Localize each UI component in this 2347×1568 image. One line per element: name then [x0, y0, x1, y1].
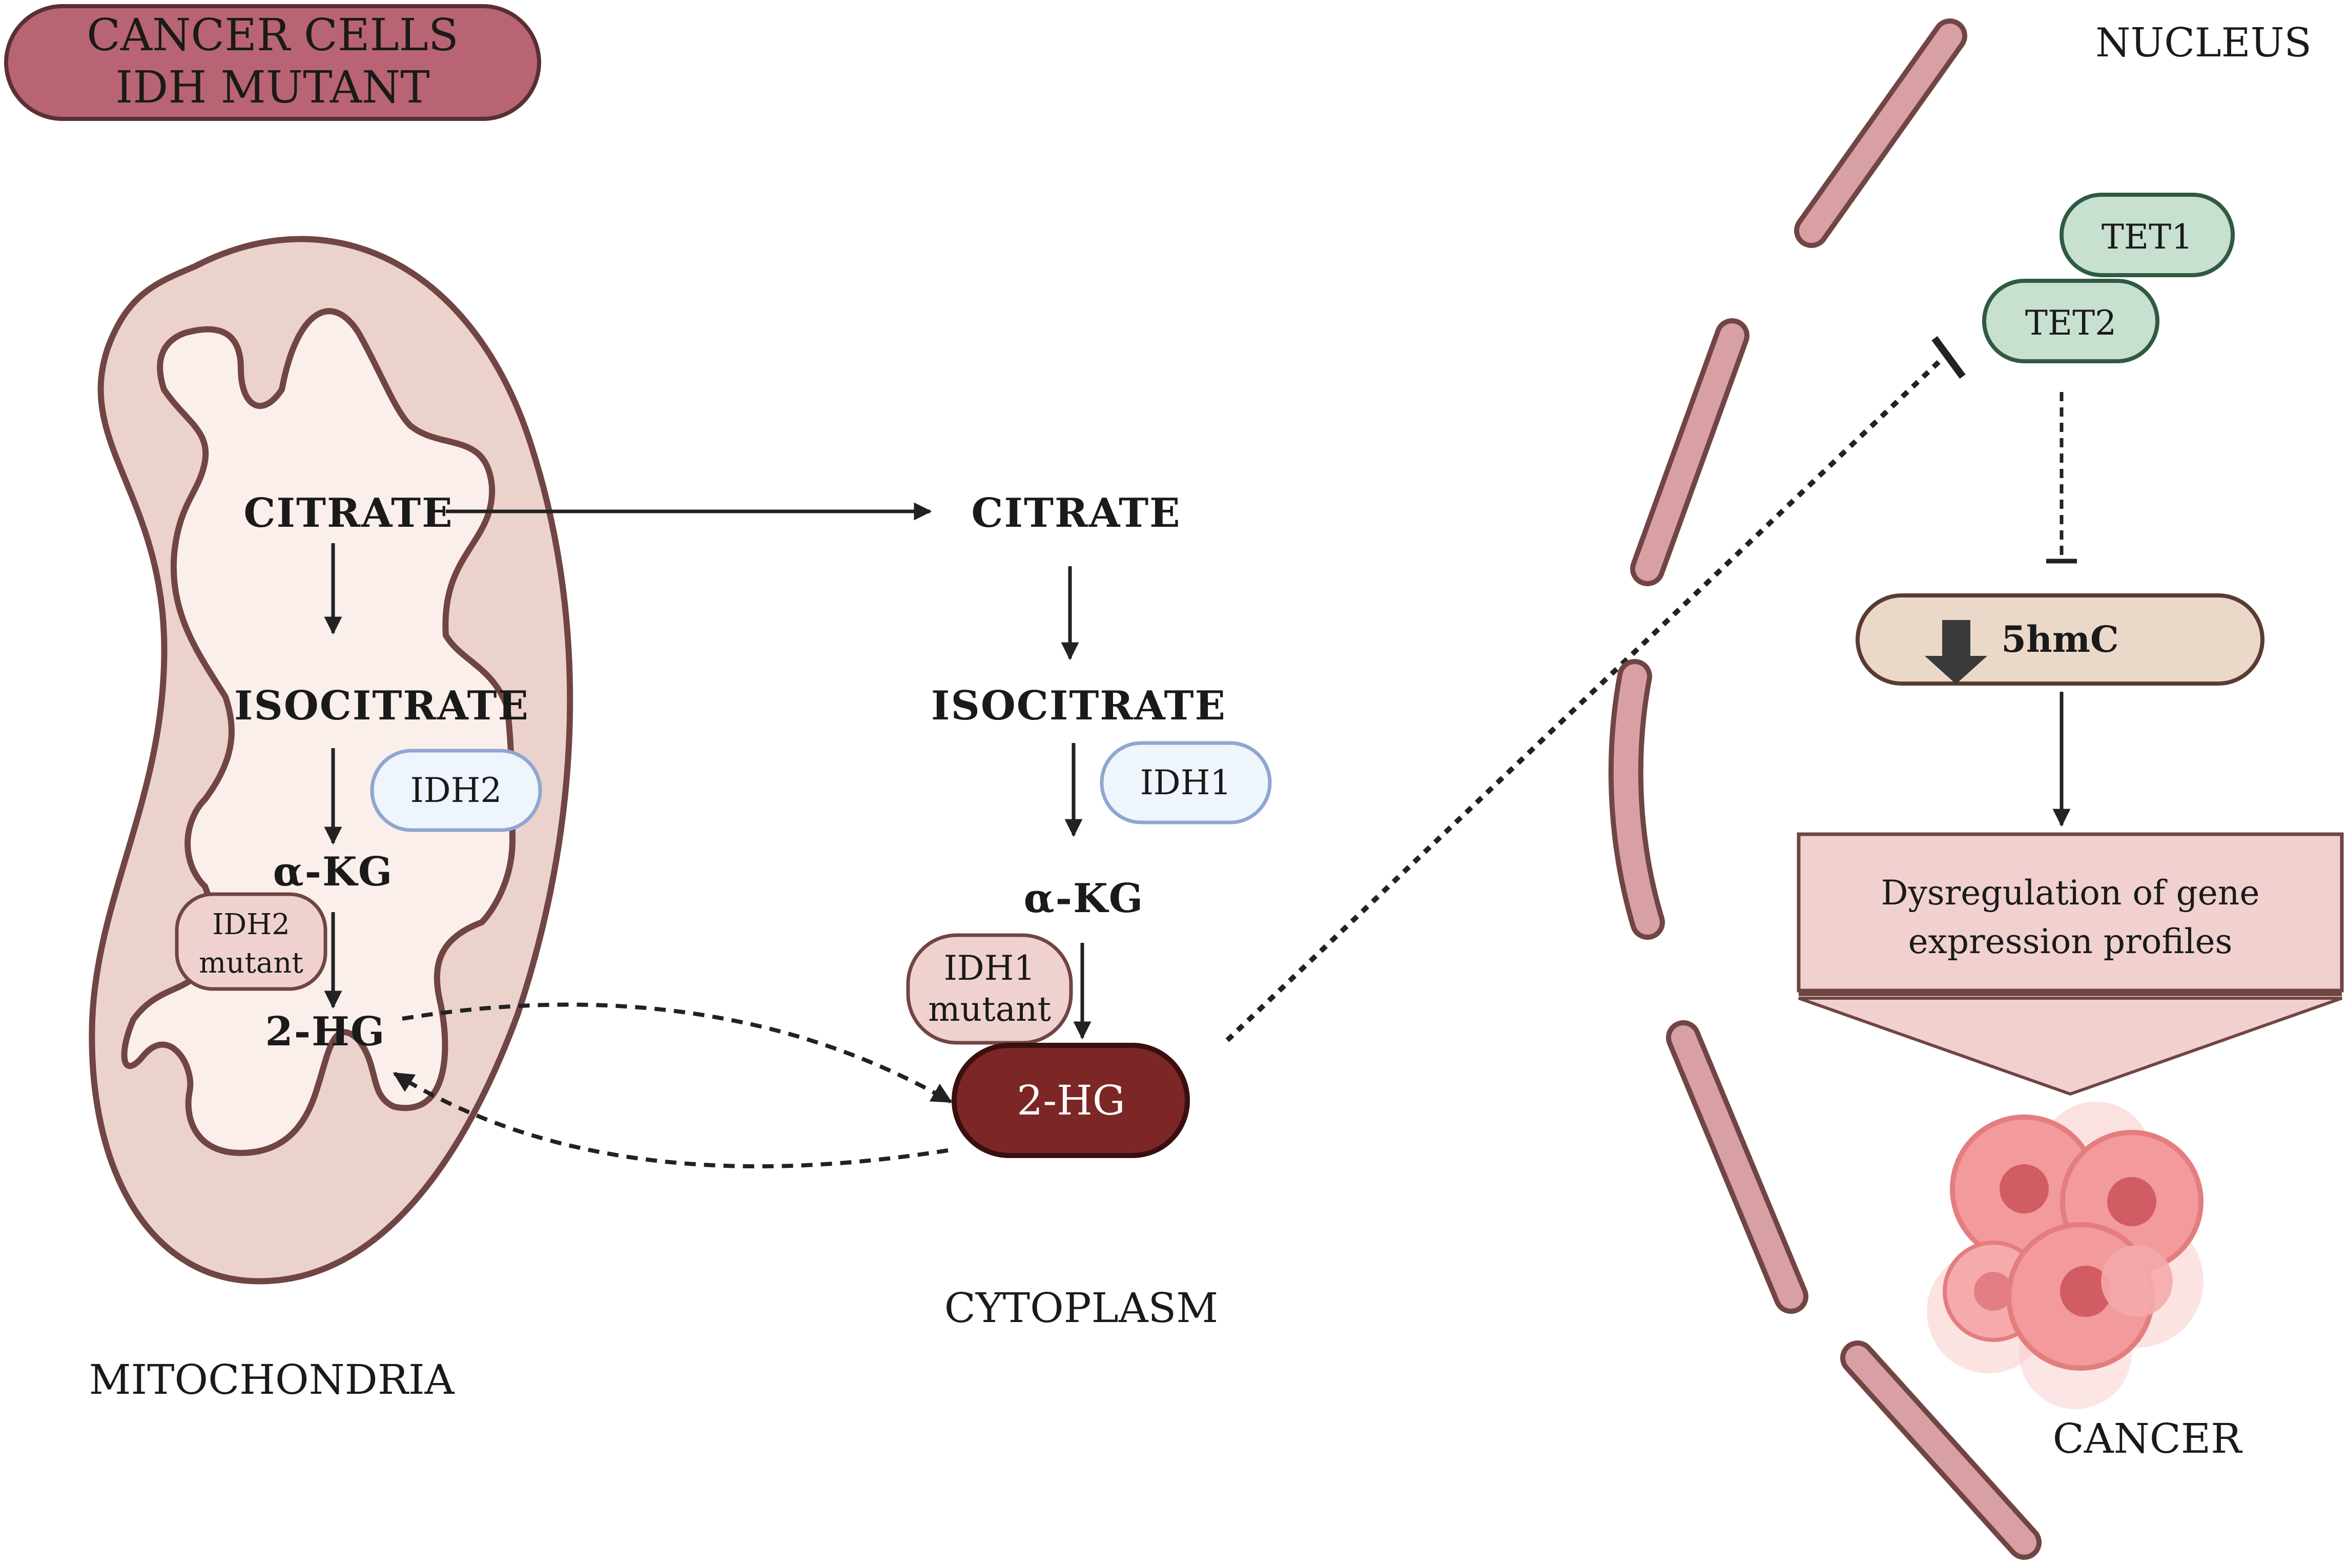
title-badge: CANCER CELLS IDH MUTANT — [4, 4, 541, 121]
down-arrow-icon — [1925, 620, 1987, 684]
svg-text:expression profiles: expression profiles — [1908, 922, 2233, 961]
cancer-cells-icon — [1927, 1102, 2204, 1409]
5hmc-node: 5hmC — [1856, 593, 2264, 686]
mito-2hg-label: 2-HG — [265, 1008, 386, 1055]
inhibition-2hg-tet — [1225, 357, 1944, 1042]
arrow-2hg-mito-to-cyto — [402, 1002, 953, 1104]
nuclear-membrane — [1608, 18, 2042, 1560]
idh2-mutant: IDH2 mutant — [175, 892, 327, 991]
cyto-2hg-node: 2-HG — [952, 1043, 1190, 1158]
idh1-mutant: IDH1 mutant — [906, 933, 1073, 1045]
mitochondrion — [89, 236, 573, 1285]
cancer-label: CANCER — [2053, 1415, 2243, 1462]
svg-text:IDH1: IDH1 — [944, 948, 1036, 988]
arrow-2hg-cyto-to-mito — [393, 1071, 949, 1169]
mito-citrate-label: CITRATE — [243, 490, 453, 537]
cyto-citrate-label: CITRATE — [971, 490, 1181, 537]
svg-text:IDH1: IDH1 — [1140, 763, 1232, 802]
mitochondria-label: MITOCHONDRIA — [89, 1356, 455, 1404]
svg-text:IDH2: IDH2 — [212, 908, 290, 941]
svg-text:5hmC: 5hmC — [2001, 618, 2118, 661]
svg-text:mutant: mutant — [199, 946, 303, 980]
svg-text:TET1: TET1 — [2102, 217, 2193, 257]
tet1-node: TET1 — [2060, 193, 2235, 277]
inhibition-bar-tet — [1931, 336, 1966, 379]
title-line-1: CANCER CELLS — [87, 10, 459, 61]
dysregulation-box: Dysregulation of gene expression profile… — [1797, 832, 2344, 1096]
mito-akg-label: α-KG — [273, 849, 394, 895]
tet2-node: TET2 — [1982, 279, 2159, 363]
nucleus-label: NUCLEUS — [2095, 20, 2312, 66]
idh1-enzyme: IDH1 — [1100, 741, 1272, 824]
svg-text:2-HG: 2-HG — [1017, 1077, 1125, 1124]
cytoplasm-label: CYTOPLASM — [944, 1284, 1218, 1332]
svg-text:IDH2: IDH2 — [410, 771, 502, 810]
cyto-akg-label: α-KG — [1024, 875, 1144, 922]
svg-text:mutant: mutant — [928, 989, 1051, 1029]
title-line-2: IDH MUTANT — [115, 62, 429, 113]
svg-text:TET2: TET2 — [2025, 303, 2116, 343]
idh2-enzyme: IDH2 — [370, 749, 542, 832]
svg-text:Dysregulation of gene: Dysregulation of gene — [1881, 873, 2260, 913]
cyto-isocitrate-label: ISOCITRATE — [931, 683, 1226, 729]
mito-isocitrate-label: ISOCITRATE — [234, 683, 529, 729]
